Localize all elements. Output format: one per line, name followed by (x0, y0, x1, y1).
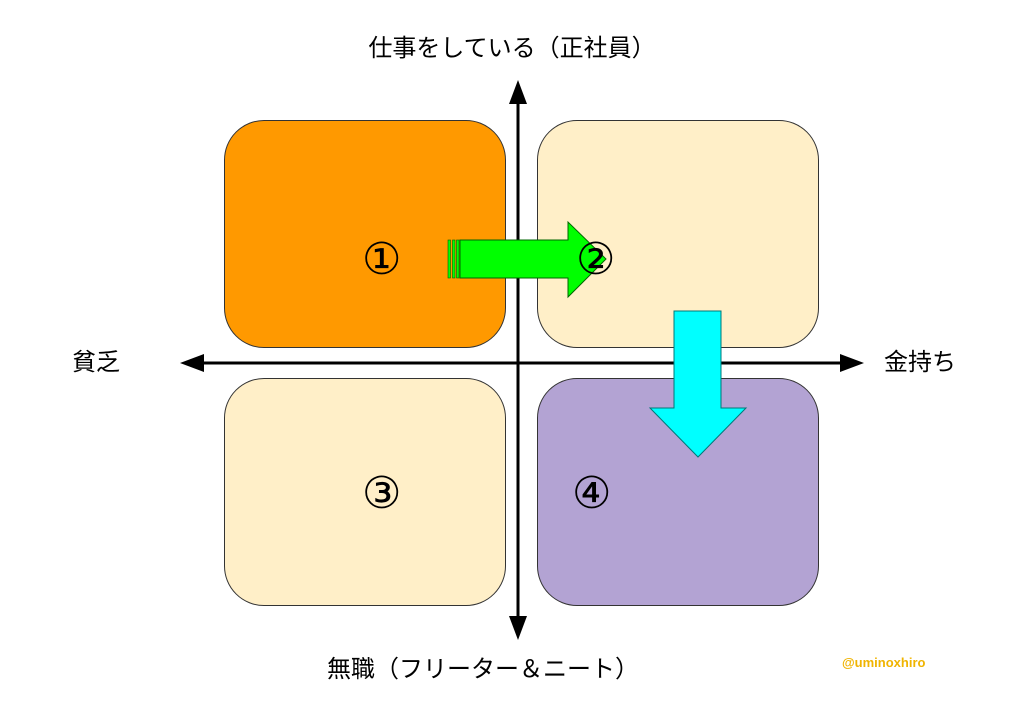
quadrant-3-label: ③ (362, 468, 402, 519)
quadrant-3-box (224, 378, 506, 606)
quadrant-2-box (537, 120, 819, 348)
axis-arrow-left-icon (180, 354, 204, 372)
quadrant-4-label: ④ (572, 468, 612, 519)
quadrant-2-label: ② (576, 234, 616, 285)
axis-label-right: 金持ち (884, 348, 956, 376)
axis-arrow-up-icon (509, 80, 527, 104)
vertical-axis (509, 80, 527, 640)
axis-arrow-down-icon (509, 616, 527, 640)
quadrant-1-box (224, 120, 506, 348)
axis-label-left: 貧乏 (72, 348, 120, 376)
arrow-1-to-2 (447, 220, 607, 299)
quadrant-1-label: ① (362, 234, 402, 285)
axis-label-bottom: 無職（フリーター＆ニート） (327, 655, 639, 683)
author-credit: @uminoxhiro (842, 655, 926, 670)
arrow-2-to-4 (648, 310, 748, 458)
axis-label-top: 仕事をしている（正社員） (368, 34, 656, 62)
horizontal-axis (180, 354, 864, 372)
axis-arrow-right-icon (840, 354, 864, 372)
